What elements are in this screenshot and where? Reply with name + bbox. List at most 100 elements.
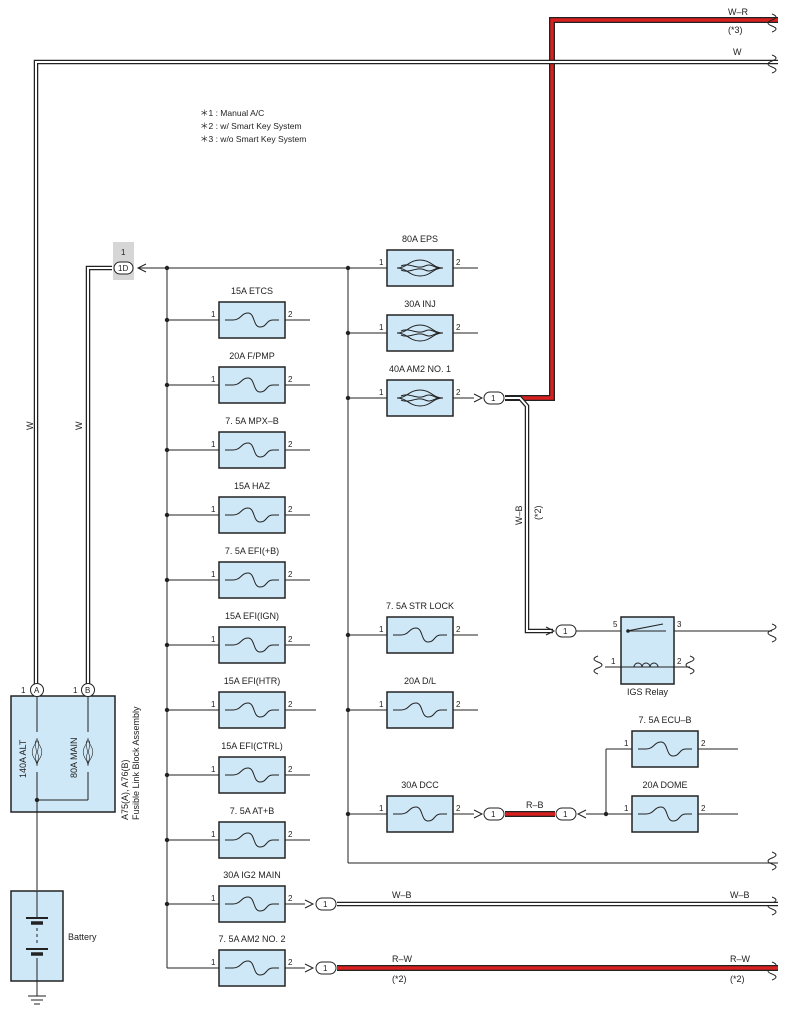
fuse-label: 40A AM2 NO. 1: [389, 364, 451, 374]
wire-note-am2no2-right: (*2): [730, 974, 745, 984]
igs-relay: 5 3 1 2 IGS Relay: [576, 616, 772, 697]
fuse-pin-in: 1: [379, 323, 384, 332]
svg-text:1: 1: [21, 686, 26, 695]
fuse-pin-in: 1: [379, 625, 384, 634]
fuse-pin-in: 1: [379, 258, 384, 267]
svg-text:3: 3: [677, 620, 682, 629]
junction-dot: [164, 837, 170, 843]
fuse-pin-out: 2: [288, 958, 293, 967]
junction-dot: [345, 632, 351, 638]
wire-label-am2no2-right: R–W: [730, 954, 751, 964]
junction-dot: [164, 447, 170, 453]
fuse-pin-in: 1: [211, 958, 216, 967]
fuse-label: 20A DOME: [642, 780, 687, 790]
note-1: ＊1 : Manual A/C: [200, 108, 264, 118]
wire-note-w-b-vertical: (*2): [533, 505, 543, 520]
junction-dot: [603, 811, 609, 817]
junction-dot: [164, 707, 170, 713]
wire-label-am2no2-left: R–W: [392, 954, 413, 964]
fuse-pin-in: 1: [211, 310, 216, 319]
block-name-1: A75(A), A76(B): [120, 759, 130, 820]
wire-label-w-b-vertical: W–B: [514, 505, 524, 525]
wire-w-top: [33, 59, 778, 688]
fuse-pin-in: 1: [211, 570, 216, 579]
fuse-pin-out: 2: [288, 635, 293, 644]
wire-label-r-b: R–B: [526, 800, 544, 810]
fuse-label: 15A EFI(CTRL): [221, 741, 283, 751]
connector-1d: [113, 261, 134, 275]
fuse-pin-in: 1: [211, 830, 216, 839]
fuse-pin-out: 2: [456, 323, 461, 332]
wire-label-w-left1: W: [25, 421, 35, 430]
fuse-box: [386, 314, 454, 352]
fuse-label: 7. 5A ECU–B: [638, 715, 691, 725]
fuse-label: 7. 5A MPX–B: [225, 416, 279, 426]
junction-dot: [164, 382, 170, 388]
fuse-pin-out: 2: [288, 765, 293, 774]
svg-text:5: 5: [613, 620, 618, 629]
fuse-left-8: 15A EFI(CTRL) 1 2: [164, 741, 310, 794]
fuse-label: 7. 5A STR LOCK: [386, 601, 454, 611]
fuse-label: 7. 5A AM2 NO. 2: [218, 934, 285, 944]
fuse-left-3: 7. 5A MPX–B 1 2: [164, 416, 310, 469]
wire-note-w-r: (*3): [728, 25, 743, 35]
block-name-2: Fusible Link Block Assembly: [131, 706, 141, 820]
junction-dot: [164, 577, 170, 583]
svg-text:1: 1: [323, 900, 328, 909]
fuse-pin-in: 1: [379, 388, 384, 397]
fuse-mid-2: 30A INJ 1 2: [345, 299, 478, 352]
fuse-box: [386, 379, 454, 417]
fuse-pin-out: 2: [288, 830, 293, 839]
fuse-pin-out: 2: [288, 310, 293, 319]
junction-dot: [164, 317, 170, 323]
fuse-pin-in: 1: [211, 375, 216, 384]
wire-label-ig2-left: W–B: [392, 890, 412, 900]
wire-label-w-r: W–R: [728, 7, 749, 17]
junction-dot: [164, 265, 170, 271]
fuse-box: [386, 249, 454, 287]
fuse-pin-out: 2: [288, 505, 293, 514]
svg-text:A: A: [34, 686, 40, 695]
svg-text:1: 1: [563, 810, 568, 819]
junction-dot: [164, 901, 170, 907]
junction-dot: [164, 512, 170, 518]
fuse-mid-5: 20A D/L 1 2: [345, 676, 478, 729]
fuse-pin-out: 2: [456, 258, 461, 267]
fuse-pin-out: 2: [288, 700, 293, 709]
wire-label-w-top: W: [733, 47, 742, 57]
junction-dot: [345, 330, 351, 336]
svg-text:B: B: [85, 686, 90, 695]
connector-rb-right: 1: [555, 807, 587, 821]
junction-dot: [345, 707, 351, 713]
fuse-pin-in: 1: [211, 765, 216, 774]
svg-text:1: 1: [491, 394, 496, 403]
fuse-label: 30A INJ: [404, 299, 436, 309]
fuse-pin-in: 1: [379, 700, 384, 709]
connector-dcc-out: 1: [473, 807, 505, 821]
svg-text:2: 2: [677, 657, 682, 666]
wire-label-ig2-right: W–B: [730, 890, 750, 900]
fuse-pin-out: 2: [288, 440, 293, 449]
fuse-pin-in: 1: [211, 440, 216, 449]
wire-note-am2no2-left: (*2): [392, 974, 407, 984]
wire-label-w-left2: W: [74, 421, 84, 430]
fuse-pin-out: 2: [456, 700, 461, 709]
fuse-pin-in: 1: [624, 739, 629, 748]
fuse-pin-in: 1: [624, 804, 629, 813]
fuse-label: 20A D/L: [404, 676, 436, 686]
note-2: ＊2 : w/ Smart Key System: [200, 121, 302, 131]
fuse-pin-out: 2: [456, 804, 461, 813]
fuse-pin-in: 1: [211, 505, 216, 514]
junction-dot: [345, 395, 351, 401]
fuse-label: 30A IG2 MAIN: [223, 870, 281, 880]
svg-text:1: 1: [563, 627, 568, 636]
